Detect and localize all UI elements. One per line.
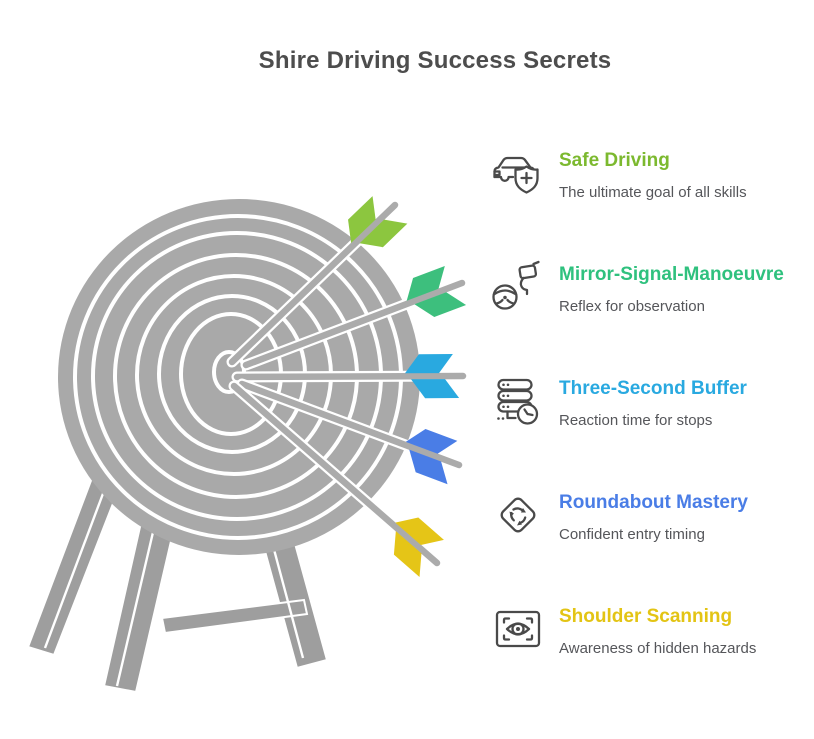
item-title: Roundabout Mastery [559,492,748,513]
item-subtitle: Reaction time for stops [559,412,713,429]
item-title: Shoulder Scanning [559,606,733,627]
arrow-roundabout [236,378,465,485]
item-subtitle: The ultimate goal of all skills [559,184,747,201]
server-clock-icon [497,378,539,425]
item-subtitle: Reflex for observation [559,298,705,315]
item-subtitle: Confident entry timing [559,526,705,543]
list-item-three-second-buffer: Three-Second Buffer Reaction time for st… [490,373,784,429]
target-stand [26,468,329,694]
list-item-mirror-signal-manoeuvre: Mirror-Signal-Manoeuvre Reflex for obser… [490,259,784,315]
arrow-mirror-signal [240,265,468,371]
item-title: Three-Second Buffer [559,378,747,399]
legend-list: Safe Driving The ultimate goal of all sk… [490,145,784,657]
arrow-three-second [231,354,469,399]
roundabout-sign-icon [500,497,536,533]
steering-wheel-mirror-icon [492,260,540,310]
arrows [226,196,469,577]
item-subtitle: Awareness of hidden hazards [559,640,757,657]
list-item-safe-driving: Safe Driving The ultimate goal of all sk… [490,145,784,201]
page-title: Shire Driving Success Secrets [258,47,612,74]
eye-scan-icon [495,610,541,648]
item-title: Safe Driving [559,150,670,171]
list-item-roundabout-mastery: Roundabout Mastery Confident entry timin… [490,487,784,543]
dartboard-illustration [26,196,469,694]
arrow-shoulder-scan [228,380,444,577]
arrow-safe-driving [226,196,408,368]
item-title: Mirror-Signal-Manoeuvre [559,264,784,285]
car-shield-plus-icon [493,156,539,194]
list-item-shoulder-scanning: Shoulder Scanning Awareness of hidden ha… [490,601,784,657]
